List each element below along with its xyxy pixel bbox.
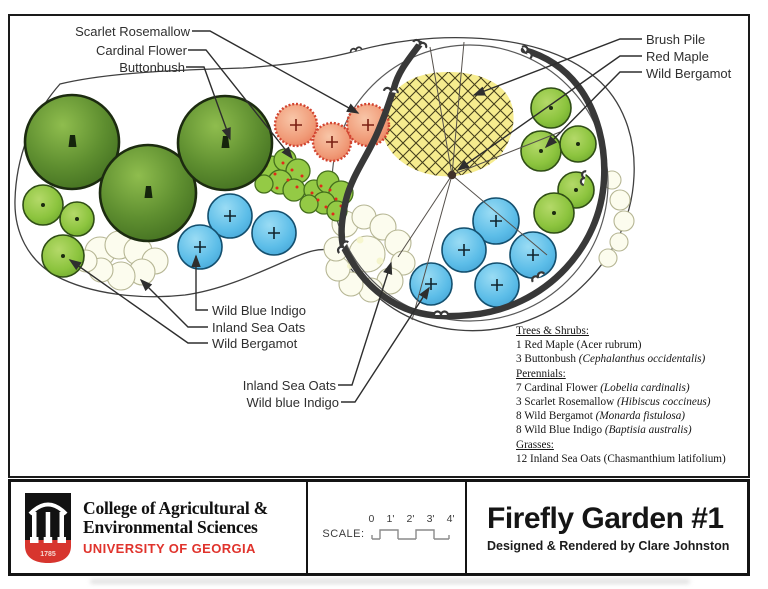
plant-list-item: 1 Red Maple (Acer rubrum) (516, 338, 752, 352)
scan-shadow (90, 579, 690, 584)
plant-list-item: 3 Scarlet Rosemallow (Hibiscus coccineus… (516, 395, 752, 409)
plant-list-text: 1 Red Maple (Acer rubrum) (516, 339, 642, 352)
cardinal-flower-blooms (264, 161, 343, 216)
plant-latin-name: (Cephalanthus occidentalis) (578, 353, 706, 366)
scarlet-rosemallow-markers (290, 119, 374, 148)
drawing-frame (8, 14, 750, 478)
plan-title: Firefly Garden #1 (487, 502, 724, 535)
plant-latin-name: (Hibiscus coccineus) (616, 396, 711, 409)
plant-list-header: Grasses: (516, 438, 752, 452)
plant-list-text: Perennials: (516, 367, 566, 380)
brand-cell: 1785 College of Agricultural & Environme… (11, 482, 306, 573)
scale-tick: 4' (446, 513, 455, 525)
scale-bar (370, 529, 450, 540)
label-leader-lines (68, 30, 642, 403)
inland-sea-oats-cloud-right (598, 170, 635, 268)
plant-list-text: Grasses: (516, 438, 554, 451)
plant-list-item: 3 Buttonbush (Cephalanthus occidentalis) (516, 352, 752, 366)
scale-tick: 2' (406, 513, 415, 525)
label-inland-sea-oats-left: Inland Sea Oats (212, 320, 306, 335)
plant-list-text: 3 Buttonbush (516, 353, 579, 366)
label-brush-pile: Brush Pile (646, 32, 705, 47)
plant-list-text: Trees & Shrubs: (516, 325, 589, 337)
label-wild-blue-indigo-center: Wild blue Indigo (247, 395, 340, 410)
plant-list-text: 8 Wild Bergamot (516, 410, 596, 423)
plant-list-text: 12 Inland Sea Oats (Chasmanthium latifol… (516, 452, 726, 465)
label-wild-bergamot-right: Wild Bergamot (646, 66, 732, 81)
brush-pile-area (380, 72, 514, 177)
scale-tick: 3' (426, 513, 435, 525)
scale-tick-labels: 0 1' 2' 3' 4' (369, 513, 455, 525)
plant-latin-name: (Lobelia cardinalis) (600, 381, 690, 394)
college-name-line1: College of Agricultural & (83, 498, 269, 518)
label-wild-bergamot-left: Wild Bergamot (212, 336, 298, 351)
plant-list-item: 7 Cardinal Flower (Lobelia cardinalis) (516, 381, 752, 395)
label-wild-blue-indigo-left: Wild Blue Indigo (212, 303, 306, 318)
label-cardinal-flower: Cardinal Flower (96, 43, 188, 58)
plant-latin-name: (Baptisia australis) (604, 424, 692, 437)
scale-tick: 0 (368, 513, 375, 525)
title-cell: Firefly Garden #1 Designed & Rendered by… (467, 482, 747, 573)
uga-arch-logo: 1785 (25, 492, 71, 563)
plant-list-text: 8 Wild Blue Indigo (516, 424, 605, 437)
wild-bergamot-markers (41, 106, 580, 258)
red-maple-trunk (447, 170, 457, 180)
scale-tick: 1' (386, 513, 395, 525)
university-name: UNIVERSITY OF GEORGIA (83, 541, 256, 556)
scale-cell: 0 1' 2' 3' 4' SCALE: (306, 482, 467, 573)
plant-schedule: Trees & Shrubs: 1 Red Maple (Acer rubrum… (516, 324, 752, 466)
red-maple-branches (397, 41, 561, 321)
plant-list-item: 12 Inland Sea Oats (Chasmanthium latifol… (516, 452, 752, 466)
plant-list-item: 8 Wild Blue Indigo (Baptisia australis) (516, 423, 752, 437)
plant-list-text: 3 Scarlet Rosemallow (516, 396, 617, 409)
label-scarlet-rosemallow: Scarlet Rosemallow (75, 24, 190, 39)
college-name-line2: Environmental Sciences (83, 517, 258, 537)
label-red-maple: Red Maple (646, 49, 709, 64)
wild-blue-indigo-markers (194, 210, 539, 291)
designer-credit: Designed & Rendered by Clare Johnston (487, 539, 730, 553)
plant-list-header: Trees & Shrubs: (516, 324, 752, 338)
brand-text: College of Agricultural & Environmental … (83, 498, 269, 557)
plant-latin-name: (Monarda fistulosa) (595, 410, 686, 423)
label-inland-sea-oats-center: Inland Sea Oats (243, 378, 337, 393)
scale-label: SCALE: (322, 528, 365, 540)
title-block-bar: 1785 College of Agricultural & Environme… (8, 479, 750, 576)
plant-list-header: Perennials: (516, 367, 752, 381)
plant-list-text: 7 Cardinal Flower (516, 381, 601, 394)
label-buttonbush: Buttonbush (119, 60, 185, 75)
plant-list-item: 8 Wild Bergamot (Monarda fistulosa) (516, 409, 752, 423)
logo-year: 1785 (40, 551, 56, 558)
